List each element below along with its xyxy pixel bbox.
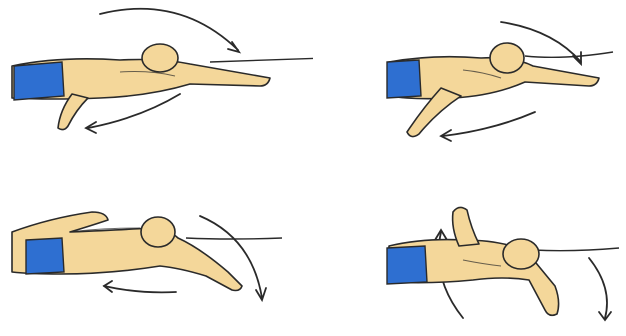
swimmer-phase-1 [0, 0, 313, 168]
stroke-phase-1-panel [0, 0, 313, 168]
swimmer-phase-4 [313, 168, 626, 336]
curved-arrow-icon [88, 94, 180, 128]
curved-arrow-icon [104, 286, 176, 292]
stroke-phase-3-panel [0, 168, 313, 336]
curved-arrow-icon [100, 9, 238, 50]
waterline [533, 248, 619, 251]
swimmer-phase-3 [0, 168, 313, 336]
swimmer-head [490, 43, 524, 73]
waterline [525, 52, 613, 57]
stroke-phase-2-panel [313, 0, 626, 168]
swimmer-head [142, 44, 178, 72]
swimmer-head [503, 239, 539, 269]
swim-trunks [26, 238, 64, 274]
swim-trunks [14, 62, 64, 100]
swim-trunks [387, 60, 421, 98]
curved-arrow-icon [443, 112, 535, 136]
swimmer-arm [453, 207, 479, 246]
swim-trunks [387, 246, 427, 284]
swimmer-head [141, 217, 175, 247]
stroke-phase-4-panel [313, 168, 626, 336]
waterline [210, 58, 313, 62]
curved-arrow-icon [589, 258, 607, 318]
swimmer-phase-2 [313, 0, 626, 168]
